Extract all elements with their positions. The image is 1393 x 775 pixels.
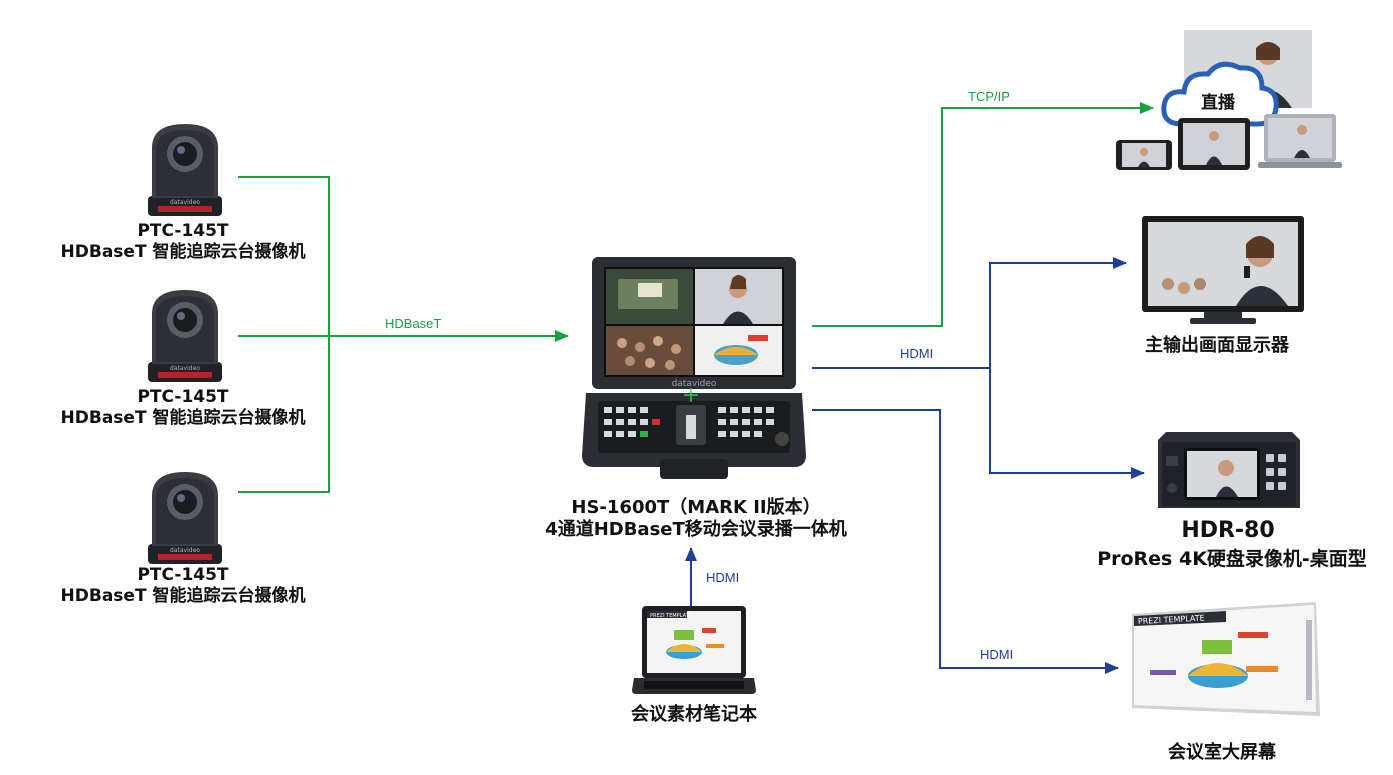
hdmi-monitor-arrow	[989, 257, 1127, 368]
recorder-icon	[1158, 432, 1300, 508]
tcpip-arrow	[812, 102, 1154, 327]
hdmi-bigscreen-label: HDMI	[980, 647, 1014, 662]
camera3-link	[238, 336, 330, 493]
laptop-icon: PREZI TEMPLATE	[632, 606, 756, 694]
hdmi-bigscreen-arrow	[812, 409, 1119, 674]
monitor-icon	[1142, 216, 1304, 324]
bigscreen-label: 会议室大屏幕	[1168, 742, 1276, 763]
camera-1-model: PTC-145T	[137, 221, 229, 241]
cloud-streaming-icon: 直播	[1116, 30, 1342, 170]
monitor-label: 主输出画面显示器	[1145, 335, 1289, 356]
recorder-desc: ProRes 4K硬盘录像机-桌面型	[1097, 548, 1367, 570]
portable-switcher-icon: datavideo	[582, 257, 806, 479]
camera-brand-text: datavideo	[170, 365, 200, 372]
bigscreen-screen-title: PREZI TEMPLATE	[1138, 614, 1205, 626]
hdmi-laptop-label: HDMI	[706, 570, 740, 585]
ptz-camera-icon: datavideo	[148, 124, 222, 216]
center-desc: 4通道HDBaseT移动会议录播一体机	[545, 519, 847, 540]
camera-2-desc: HDBaseT 智能追踪云台摄像机	[60, 408, 306, 428]
recorder-model: HDR-80	[1181, 518, 1275, 543]
ptz-camera-icon: datavideo	[148, 290, 222, 382]
stream-label[interactable]: 直播	[1201, 92, 1236, 113]
laptop-screen-title: PREZI TEMPLATE	[650, 613, 692, 619]
center-model: HS-1600T（MARK II版本）	[571, 497, 821, 518]
switcher-brand-text: datavideo	[672, 379, 717, 389]
hdmi-monitor-label: HDMI	[900, 346, 934, 361]
camera1-link	[238, 176, 330, 336]
large-display-icon: PREZI TEMPLATE	[1132, 602, 1320, 716]
hdbaset-label: HDBaseT	[385, 316, 442, 331]
laptop-label: 会议素材笔记本	[631, 704, 757, 725]
camera-brand-text: datavideo	[170, 547, 200, 554]
hdmi-recorder-arrow	[989, 368, 1145, 479]
ptz-camera-icon: datavideo	[148, 472, 222, 564]
camera-2-model: PTC-145T	[137, 387, 229, 407]
tcpip-label: TCP/IP	[968, 89, 1010, 104]
camera-brand-text: datavideo	[170, 199, 200, 206]
camera-3-model: PTC-145T	[137, 565, 229, 585]
camera-3-desc: HDBaseT 智能追踪云台摄像机	[60, 586, 306, 606]
camera-1-desc: HDBaseT 智能追踪云台摄像机	[60, 242, 306, 262]
